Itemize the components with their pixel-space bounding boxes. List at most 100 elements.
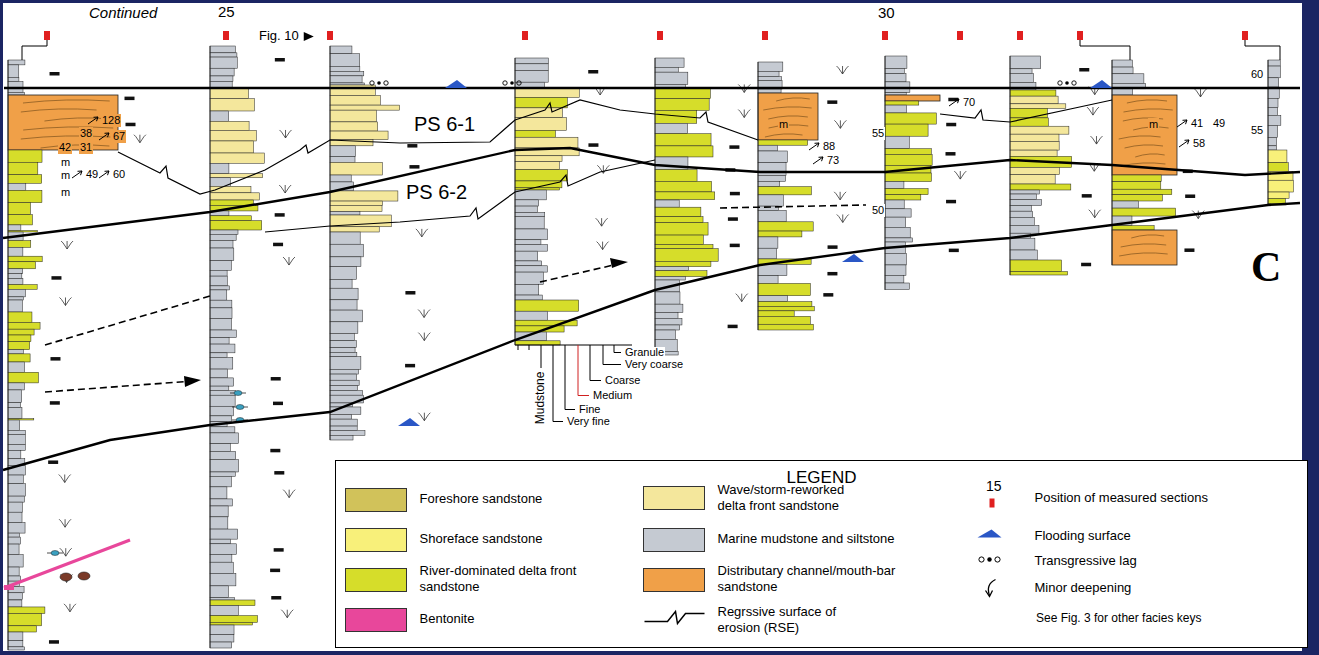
- mudstone-bed: [885, 275, 904, 283]
- mudstone-bed: [515, 295, 542, 300]
- paleocurrent-arrow: [1179, 140, 1189, 147]
- plant-fragment-symbol: [60, 548, 72, 556]
- mudstone-bed: [8, 390, 22, 403]
- sandstone-bed: [330, 85, 375, 95]
- sandstone-bed: [515, 130, 555, 137]
- plant-fragment-symbol: [834, 192, 846, 200]
- mudstone-bed: [1010, 200, 1042, 206]
- sandstone-bed: [1010, 272, 1068, 275]
- mudstone-bed: [8, 576, 21, 581]
- legend-swatch: [643, 568, 705, 592]
- sandstone-bed: [885, 101, 919, 105]
- fossil-symbol: [1079, 68, 1089, 72]
- plant-fragment-symbol: [1195, 89, 1207, 97]
- sandstone-bed: [885, 195, 921, 200]
- sandstone-bed: [515, 137, 578, 148]
- mudstone-bed: [885, 265, 906, 275]
- sandstone-bed: [885, 149, 931, 155]
- plant-fragment-symbol: [597, 242, 609, 250]
- sandstone-bed: [655, 261, 711, 266]
- section-marker: [327, 31, 333, 40]
- mudstone-bed: [330, 146, 355, 157]
- fossil-symbol: [405, 291, 415, 295]
- grain-size-label: Fine: [578, 404, 601, 415]
- cross-bedding: [776, 98, 810, 101]
- plant-fragment-symbol: [418, 333, 430, 341]
- legend-text: Foreshore sandstone: [420, 491, 620, 507]
- legend-text: Wave/storm-reworked delta front sandston…: [718, 482, 868, 514]
- plant-fragment-symbol: [279, 185, 291, 193]
- sandstone-bed: [1112, 182, 1161, 189]
- correlation-dashed-line: [540, 264, 618, 282]
- paleocurrent-value: 88: [822, 140, 836, 153]
- grain-scale-leader: [614, 345, 621, 353]
- fossil-symbol: [730, 244, 740, 248]
- sandstone-bed: [1112, 195, 1162, 201]
- sandstone-bed: [758, 324, 813, 330]
- transgressive-lag-symbol: [510, 81, 514, 85]
- sandstone-bed: [210, 99, 254, 111]
- sandstone-bed: [758, 187, 811, 195]
- mudstone-bed: [210, 163, 229, 173]
- paleocurrent-arrow: [815, 143, 820, 147]
- mud-clast-mark: m: [778, 118, 789, 131]
- sandstone-bed: [515, 162, 559, 170]
- correlation-arrowhead: [184, 376, 201, 387]
- sandstone-bed: [1112, 175, 1161, 182]
- mudstone-bed: [210, 344, 235, 353]
- mudstone-bed: [885, 238, 912, 242]
- grain-size-label: Mudstone: [534, 371, 548, 426]
- sandstone-bed: [758, 222, 813, 231]
- mudstone-bed: [515, 245, 548, 252]
- column-axis: [8, 60, 9, 650]
- mudstone-bed: [330, 357, 361, 370]
- transgressive-lag-symbol: [1065, 81, 1069, 85]
- sandstone-bed: [330, 205, 382, 211]
- fossil-symbol: [51, 276, 61, 280]
- mudstone-bed: [1010, 206, 1032, 212]
- mudstone-bed: [655, 58, 684, 67]
- sandstone-bed: [655, 88, 710, 99]
- fossil-symbol: [275, 213, 285, 217]
- section-bracket: [22, 40, 47, 60]
- grain-size-label: Granule: [624, 347, 665, 358]
- sandstone-bed: [1268, 150, 1287, 163]
- paleocurrent-value: 42: [58, 141, 72, 154]
- mudstone-bed: [515, 284, 539, 295]
- mudstone-bed: [655, 67, 678, 72]
- mudstone-bed: [330, 322, 358, 334]
- figure-reference: Fig. 10: [258, 29, 300, 44]
- mud-clast-mark: m: [1148, 118, 1159, 131]
- paleocurrent-arrow: [1177, 120, 1187, 127]
- sandstone-bed: [8, 322, 40, 329]
- mudstone-bed: [8, 641, 23, 647]
- mudstone-bed: [1010, 211, 1033, 217]
- sandstone-bed: [210, 153, 264, 163]
- sandstone-bed: [8, 626, 36, 632]
- sandstone-bed: [515, 88, 579, 97]
- plant-fragment-symbol: [738, 110, 750, 118]
- mudstone-bed: [210, 53, 237, 57]
- sandstone-bed: [1010, 90, 1056, 96]
- fossil-symbol: [275, 58, 285, 62]
- mudstone-bed: [330, 419, 357, 426]
- paleocurrent-value: 38: [79, 127, 93, 140]
- regressive-erosion-surface: [265, 160, 655, 232]
- grain-scale-leader: [541, 345, 542, 368]
- channel-sandstone: [1112, 95, 1177, 175]
- fossil-symbol: [407, 144, 417, 148]
- mudstone-bed: [330, 66, 360, 71]
- sandstone-bed: [210, 121, 249, 130]
- sequence-boundary: [3, 203, 1300, 470]
- mudstone-bed: [210, 270, 227, 276]
- sandstone-bed: [1010, 150, 1057, 156]
- sandstone-bed: [655, 217, 703, 223]
- legend-text: Flooding surface: [1035, 528, 1275, 544]
- mudstone-bed: [330, 71, 364, 76]
- mudstone-bed: [8, 600, 22, 607]
- mudstone-bed: [1268, 60, 1280, 66]
- fossil-symbol: [588, 70, 598, 74]
- legend-text: Regrssive surface of erosion (RSE): [718, 604, 858, 636]
- mudstone-bed: [8, 362, 25, 372]
- legend-swatch: [345, 608, 407, 632]
